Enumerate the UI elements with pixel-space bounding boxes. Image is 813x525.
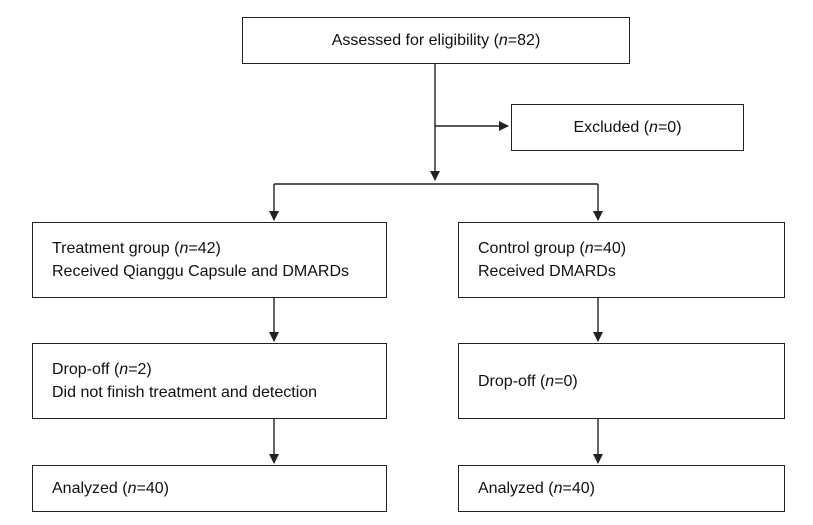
control-group-title: Control group (n=40)	[478, 237, 784, 260]
control-title-n: n	[584, 240, 594, 257]
assessed-prefix: Assessed for eligibility (	[331, 32, 499, 49]
assessed-suffix: =82)	[507, 32, 541, 49]
treatment-dropoff-title: Drop-off (n=2)	[52, 358, 386, 381]
control-dropoff-suffix: =0)	[554, 372, 578, 390]
treatment-group-description: Received Qianggu Capsule and DMARDs	[52, 263, 350, 280]
treatment-analyzed-box: Analyzed (n=40)	[32, 465, 387, 512]
assessed-n: n	[498, 32, 508, 49]
control-dropoff-prefix: Drop-off (	[478, 372, 546, 390]
control-analyzed-box: Analyzed (n=40)	[458, 465, 785, 512]
control-title-prefix: Control group (	[478, 240, 585, 257]
control-dropoff-box: Drop-off (n=0)	[458, 343, 785, 419]
treatment-analyzed-n: n	[127, 480, 137, 497]
treatment-group-box: Treatment group (n=42) Received Qianggu …	[32, 222, 387, 298]
treatment-title-prefix: Treatment group (	[52, 240, 180, 257]
control-dropoff-n: n	[545, 372, 555, 390]
excluded-n: n	[649, 119, 658, 136]
control-analyzed-label: Analyzed (n=40)	[478, 477, 784, 500]
control-dropoff-title: Drop-off (n=0)	[478, 370, 784, 393]
treatment-analyzed-prefix: Analyzed (	[52, 480, 128, 497]
control-title-suffix: =40)	[593, 240, 627, 257]
treatment-dropoff-suffix: =2)	[128, 361, 152, 378]
treatment-dropoff-reason: Did not finish treatment and detection	[52, 384, 318, 401]
treatment-dropoff-box: Drop-off (n=2) Did not finish treatment …	[32, 343, 387, 419]
treatment-dropoff-n: n	[119, 361, 129, 378]
treatment-title-n: n	[179, 240, 189, 257]
control-analyzed-suffix: =40)	[562, 480, 595, 497]
excluded-label: Excluded (n=0)	[573, 116, 681, 139]
treatment-analyzed-label: Analyzed (n=40)	[52, 477, 386, 500]
treatment-analyzed-suffix: =40)	[136, 480, 169, 497]
control-group-description: Received DMARDs	[478, 263, 616, 280]
excluded-suffix: =0)	[657, 119, 682, 136]
control-analyzed-n: n	[553, 480, 563, 497]
treatment-title-suffix: =42)	[188, 240, 221, 257]
treatment-group-title: Treatment group (n=42)	[52, 237, 386, 260]
control-analyzed-prefix: Analyzed (	[478, 480, 554, 497]
assessed-box: Assessed for eligibility (n=82)	[242, 17, 630, 64]
assessed-label: Assessed for eligibility (n=82)	[332, 29, 541, 52]
treatment-dropoff-prefix: Drop-off (	[52, 361, 120, 378]
control-group-box: Control group (n=40) Received DMARDs	[458, 222, 785, 298]
excluded-prefix: Excluded (	[573, 119, 650, 136]
excluded-box: Excluded (n=0)	[511, 104, 744, 151]
